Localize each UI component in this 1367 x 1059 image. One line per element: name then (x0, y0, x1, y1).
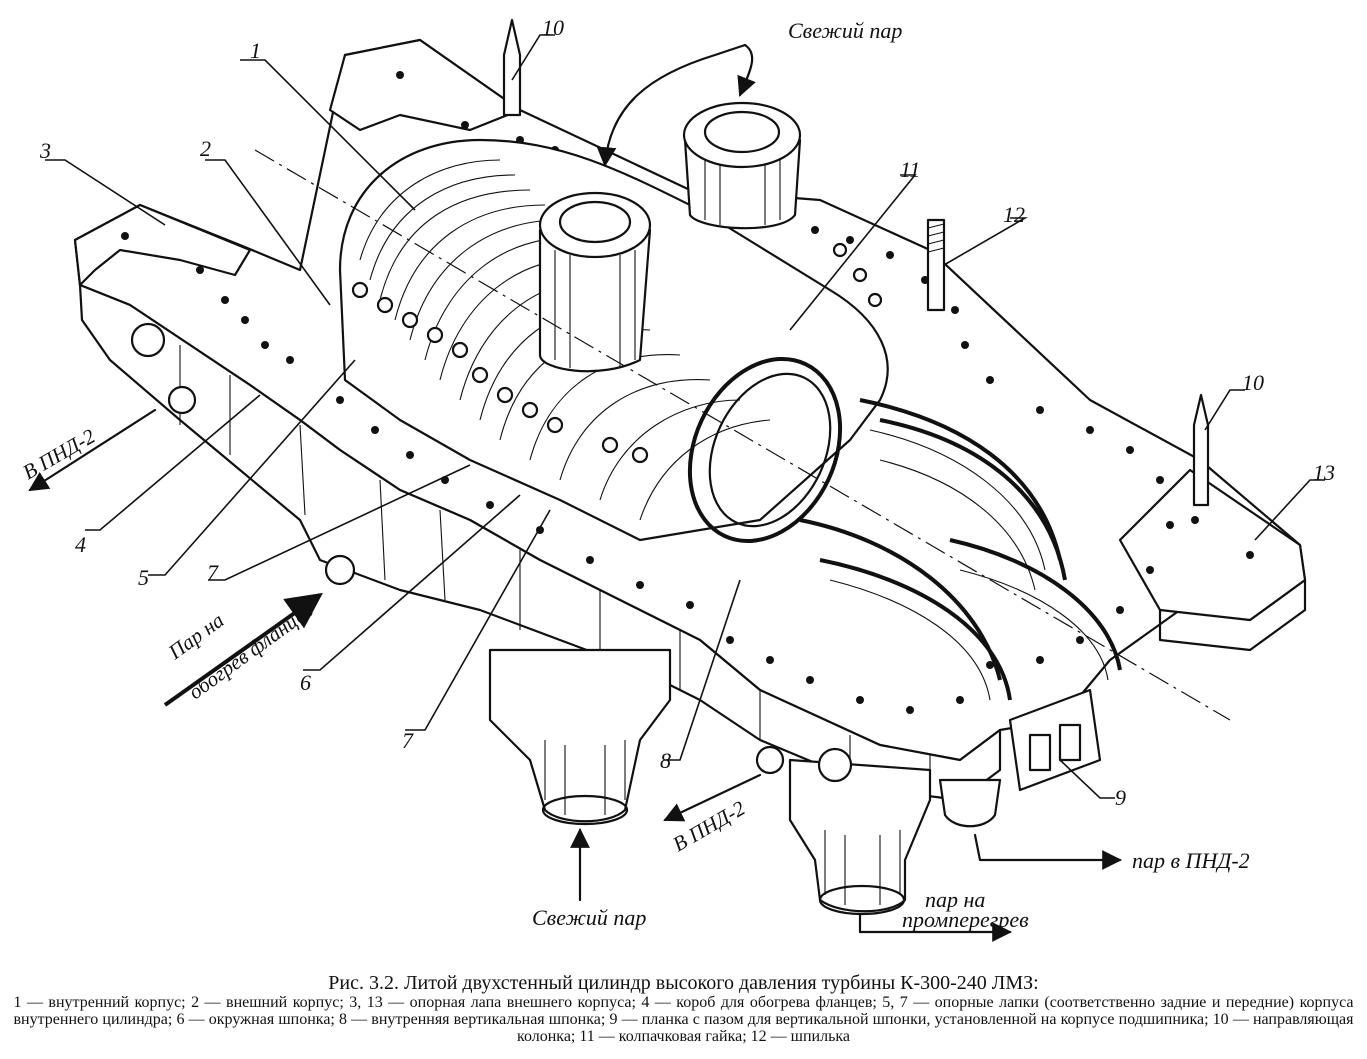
bottom-fresh-steam-nozzle (488, 648, 672, 826)
turbine-cylinder-drawing: 1 2 3 4 5 7 6 7 8 9 10 10 11 12 13 Свежи… (19, 15, 1335, 942)
guide-column-top (502, 18, 522, 117)
key-plate-9 (1008, 688, 1102, 792)
guide-column-right (1192, 393, 1210, 507)
label-4: 4 (75, 532, 86, 557)
bottom-small-nozzle (938, 778, 1002, 828)
figure-caption: Рис. 3.2. Литой двухстенный цилиндр высо… (0, 972, 1367, 1045)
caption-title: Рис. 3.2. Литой двухстенный цилиндр высо… (328, 972, 1039, 994)
label-7b: 7 (402, 728, 414, 753)
stud-12 (926, 218, 946, 312)
steam-to-lpr2-label: пар в ПНД-2 (1132, 848, 1250, 873)
reheat-label-1: пар на (925, 887, 985, 912)
bore-ring (687, 356, 843, 544)
label-7a: 7 (207, 560, 219, 585)
label-12: 12 (1003, 202, 1025, 227)
side-plugs (130, 322, 853, 783)
leader-lines (45, 34, 1325, 799)
label-1: 1 (250, 38, 261, 63)
label-11: 11 (900, 157, 920, 182)
fresh-steam-bottom-label: Свежий пар (532, 905, 646, 930)
diaphragm-cutaway (799, 398, 1122, 701)
label-10-top: 10 (542, 15, 564, 40)
turbine-axis-line (254, 149, 1231, 721)
flange-heating-label-2: обогрев фланцев (184, 598, 318, 704)
label-6: 6 (300, 670, 311, 695)
fresh-steam-top-label: Свежий пар (788, 18, 902, 43)
label-5: 5 (138, 565, 149, 590)
part-number-labels: 1 2 3 4 5 7 6 7 8 9 10 10 11 12 13 (39, 15, 1335, 810)
flow-arrows (28, 43, 1122, 942)
label-3: 3 (39, 138, 51, 163)
label-10-right: 10 (1242, 370, 1264, 395)
reheat-label-2: промперегрев (902, 907, 1029, 932)
label-13: 13 (1313, 460, 1335, 485)
to-lpr2-bottom-label: В ПНД-2 (669, 796, 750, 857)
label-9: 9 (1115, 785, 1126, 810)
bottom-reheat-nozzle (788, 758, 932, 916)
label-2: 2 (200, 136, 211, 161)
steam-inlet-nozzle-front (538, 191, 652, 373)
label-8: 8 (660, 748, 671, 773)
flange-heating-label-1: Пар на (163, 608, 228, 665)
steam-inlet-nozzle-rear (682, 101, 802, 230)
caption-legend: 1 — внутренний корпус; 2 — внешний корпу… (13, 994, 1354, 1045)
flange-bolt-holes (121, 71, 1254, 714)
